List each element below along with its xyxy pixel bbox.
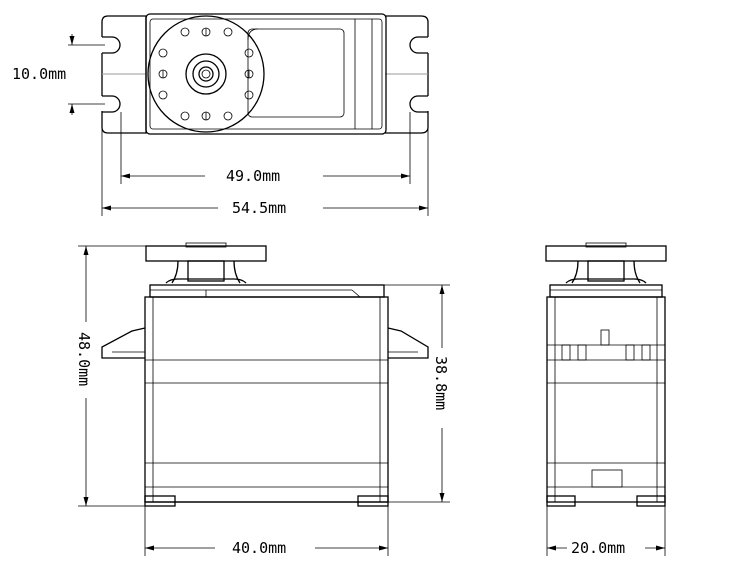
dim-body-width: 20.0mm — [546, 506, 666, 557]
label-38-8mm: 38.8mm — [432, 356, 450, 410]
side-cable-exit — [591, 469, 623, 488]
top-label-window — [247, 28, 345, 118]
side-horn-disc — [545, 245, 667, 262]
top-right-slot-upper — [409, 36, 428, 54]
dim-hole-spacing-vertical: 10.0mm — [12, 34, 105, 115]
dim-overall-height: 48.0mm — [75, 245, 146, 507]
servo-horn-hub — [185, 53, 227, 95]
front-view: 48.0mm 38.8mm 40.0mm — [75, 242, 450, 557]
label-49mm: 49.0mm — [226, 167, 280, 185]
label-48mm: 48.0mm — [75, 332, 93, 386]
label-54-5mm: 54.5mm — [232, 199, 286, 217]
front-right-ear — [387, 327, 429, 359]
front-left-ear — [101, 327, 146, 359]
top-body — [145, 13, 387, 135]
side-body — [546, 296, 666, 503]
dim-overall-length: 54.5mm — [101, 127, 429, 217]
top-body-inner — [149, 18, 383, 130]
top-right-slot-lower — [409, 53, 429, 113]
label-10mm: 10.0mm — [12, 65, 66, 83]
horn-holes — [158, 27, 254, 121]
front-horn-disc — [145, 245, 267, 262]
servo-horn — [147, 15, 265, 133]
dim-hole-spacing-horizontal: 49.0mm — [120, 112, 411, 185]
front-body — [144, 296, 389, 503]
dim-body-length: 40.0mm — [144, 506, 389, 557]
label-20mm: 20.0mm — [571, 539, 625, 557]
label-40mm: 40.0mm — [232, 539, 286, 557]
side-view: 20.0mm — [545, 242, 667, 557]
top-left-slot-lower — [101, 53, 121, 113]
front-spline — [171, 260, 241, 284]
dim-body-height: 38.8mm — [384, 284, 450, 503]
top-flange-outline — [101, 15, 429, 134]
top-view: 10.0mm 49.0mm 54.5mm — [12, 13, 429, 217]
top-left-slot-upper — [102, 36, 121, 54]
